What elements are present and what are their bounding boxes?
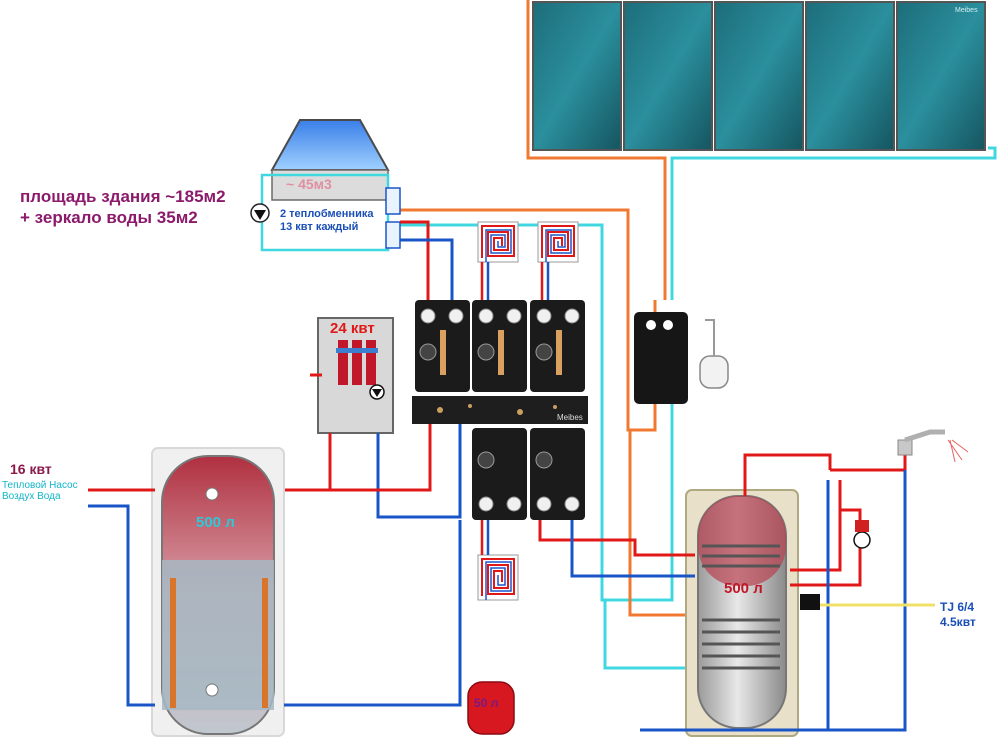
electric-heater-model: TJ 6/4 xyxy=(940,600,975,614)
building-area-line1: площадь здания ~185м2 xyxy=(20,187,226,206)
pump-group-5 xyxy=(530,428,585,520)
dhw-recirculation-pump xyxy=(853,520,871,549)
solar-collectors: Meibes xyxy=(532,1,986,151)
swimming-pool xyxy=(250,119,401,252)
expansion-vessel-volume: 50 л xyxy=(474,696,499,710)
boiler-piping xyxy=(270,373,462,519)
heat-pump-piping xyxy=(88,488,462,707)
solar-expansion-vessel xyxy=(699,319,729,389)
heat-pump-power-label: 16 квт xyxy=(10,461,52,477)
electric-heater-label: TJ 6/4 4.5квт xyxy=(940,600,976,630)
pump-group-1 xyxy=(415,300,470,392)
pump-group-2 xyxy=(472,300,527,392)
buffer-tank-volume: 500 л xyxy=(196,514,235,531)
pool-heat-exchanger-note: 2 теплобменника 13 квт каждый xyxy=(280,208,373,234)
electric-heater-power: 4.5квт xyxy=(940,615,976,629)
floor-heating-loop-1 xyxy=(477,221,519,263)
heat-pump-line1: Тепловой Насос xyxy=(2,480,78,491)
hydraulic-manifold: Meibes xyxy=(412,396,588,424)
building-area-note: площадь здания ~185м2 + зеркало воды 35м… xyxy=(20,186,226,228)
heat-pump-label: Тепловой Насос Воздух Вода xyxy=(2,480,78,502)
heat-pump-line2: Воздух Вода xyxy=(2,491,61,502)
pool-heat-exchanger-1-icon xyxy=(385,187,401,215)
pool-hx-line2: 13 квт каждый xyxy=(280,221,359,233)
pool-hx-line1: 2 теплобменника xyxy=(280,208,374,220)
dhw-tank-volume: 500 л xyxy=(724,580,763,597)
floor-heating-loop-3 xyxy=(477,554,519,601)
expansion-vessel-50l xyxy=(467,681,515,735)
electric-heater-element-icon xyxy=(800,594,820,610)
dhw-tank xyxy=(685,489,820,737)
pump-group-3 xyxy=(530,300,585,392)
electric-boiler xyxy=(317,317,394,434)
collector-brand: Meibes xyxy=(955,7,978,14)
pump-group-4 xyxy=(472,428,527,520)
building-area-line2: + зеркало воды 35м2 xyxy=(20,208,198,227)
buffer-tank xyxy=(151,447,285,737)
solar-pump-station xyxy=(634,312,688,404)
pool-circuit-piping xyxy=(400,220,454,310)
boiler-power-label: 24 квт xyxy=(330,320,375,337)
pool-volume-label: ~ 45м3 xyxy=(286,176,332,192)
faucet-icon xyxy=(897,429,969,463)
pool-heat-exchanger-2-icon xyxy=(385,221,401,249)
floor-heating-loop-2 xyxy=(537,221,579,263)
manifold-brand: Meibes xyxy=(557,413,583,422)
